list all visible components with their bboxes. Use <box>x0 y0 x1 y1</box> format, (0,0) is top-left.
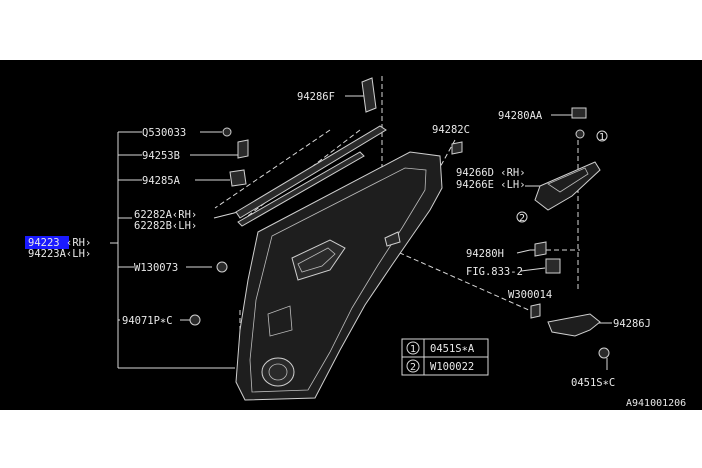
label-94285A: 94285A <box>142 175 181 187</box>
handle-bracket <box>547 313 601 337</box>
label-94286F: 94286F <box>297 91 335 103</box>
legend-code-1: 0451S∗A <box>430 343 475 355</box>
weatherstrip <box>235 125 387 227</box>
callouts: 1 2 <box>516 130 608 224</box>
label-94280H: 94280H <box>466 248 504 260</box>
label-W300014: W300014 <box>508 289 552 301</box>
label-62282A: 62282A‹RH› <box>134 209 197 221</box>
leader-lines <box>180 95 612 370</box>
search-highlight <box>25 236 69 249</box>
left-bracket <box>110 131 235 369</box>
label-94266E: 94266E ‹LH› <box>456 179 526 191</box>
legend-marker-1: 1 <box>410 344 416 355</box>
label-94071P: 94071P∗C <box>122 315 173 327</box>
label-FIG833: FIG.833-2 <box>466 266 523 278</box>
label-94282C: 94282C <box>432 124 470 136</box>
label-W130073: W130073 <box>134 262 178 274</box>
label-94280AA: 94280AA <box>498 110 543 122</box>
label-94266D: 94266D ‹RH› <box>456 167 526 179</box>
svg-text:1: 1 <box>599 132 605 143</box>
label-94286J: 94286J <box>613 318 651 330</box>
fasteners <box>189 77 610 359</box>
drawing-id: A941001206 <box>626 398 686 409</box>
label-62282B: 62282B‹LH› <box>134 220 197 232</box>
label-94253B: 94253B <box>142 150 180 162</box>
label-94223[interactable]: 94223 <box>28 237 60 249</box>
legend-marker-2: 2 <box>410 362 416 373</box>
window-switch <box>534 161 601 211</box>
legend-table: 1 0451S∗A 2 W100022 <box>401 338 489 376</box>
label-0451SC: 0451S∗C <box>571 377 615 389</box>
label-94223-side: ‹RH› <box>66 237 91 249</box>
label-94223A: 94223A‹LH› <box>28 248 91 260</box>
svg-text:2: 2 <box>519 213 525 224</box>
label-Q530033: Q530033 <box>142 127 186 139</box>
legend-code-2: W100022 <box>430 361 474 373</box>
part-labels: 94286F 94282C 94280AA Q530033 94253B 942… <box>25 91 651 389</box>
door-trim-panel <box>235 151 443 401</box>
parts-diagram: 1 2 94286F 94282C 94280AA Q530033 94253B… <box>0 60 702 410</box>
